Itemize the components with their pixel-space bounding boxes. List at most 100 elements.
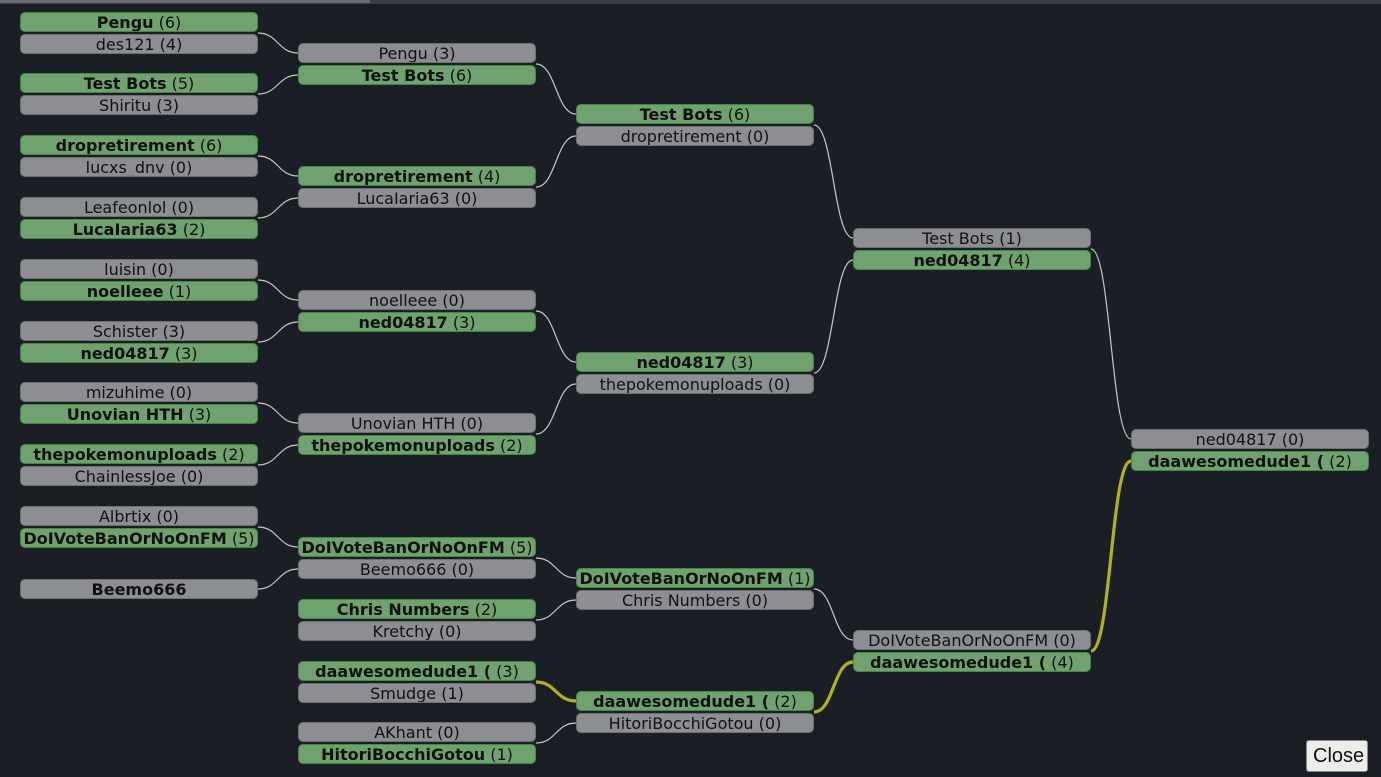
- bracket-slot[interactable]: dropretirement (4): [298, 166, 536, 186]
- close-button[interactable]: Close: [1306, 740, 1368, 772]
- bracket-connector: [813, 588, 854, 641]
- bracket-slot[interactable]: thepokemonuploads (2): [20, 444, 258, 464]
- bracket-slot[interactable]: Test Bots (6): [298, 65, 536, 85]
- bracket-slot[interactable]: Albrtix (0): [20, 506, 258, 526]
- player-score: (0): [741, 127, 770, 146]
- bracket-slot[interactable]: Pengu (6): [20, 12, 258, 32]
- player-score: (0): [437, 291, 465, 310]
- bracket-slot[interactable]: noelleee (1): [20, 281, 258, 301]
- bracket-slot[interactable]: Unovian HTH (0): [298, 413, 536, 433]
- bracket-connector: [813, 259, 854, 374]
- player-name: DoIVoteBanOrNoOnFM: [301, 538, 505, 557]
- bracket-slot[interactable]: Test Bots (1): [853, 228, 1091, 248]
- bracket-slot[interactable]: Pengu (3): [298, 43, 536, 63]
- bracket-connector: [535, 599, 577, 621]
- player-score: (0): [151, 507, 180, 526]
- player-name: AKhant: [374, 723, 433, 742]
- player-name: ned04817: [636, 353, 726, 372]
- player-name: Test Bots: [639, 105, 723, 124]
- player-score: (3): [157, 322, 186, 341]
- bracket-slot[interactable]: ChainlessJoe (0): [20, 466, 258, 486]
- bracket-slot[interactable]: thepokemonuploads (2): [298, 435, 536, 455]
- player-score: (6): [722, 105, 751, 124]
- bracket-connector: [535, 680, 577, 703]
- bracket-slot[interactable]: DoIVoteBanOrNoOnFM (0): [853, 630, 1091, 650]
- scrollbar-thumb[interactable]: [0, 0, 370, 3]
- bracket-slot[interactable]: mizuhime (0): [20, 382, 258, 402]
- bracket-slot[interactable]: ned04817 (3): [298, 312, 536, 332]
- player-name: Shiritu: [99, 96, 152, 115]
- bracket-slot[interactable]: LucaIaria63 (2): [20, 219, 258, 239]
- bracket-slot[interactable]: lucxs_dnv (0): [20, 157, 258, 177]
- bracket-slot[interactable]: ned04817 (3): [20, 343, 258, 363]
- bracket-slot[interactable]: Beemo666 (0): [298, 559, 536, 579]
- bracket-slot[interactable]: luisin (0): [20, 259, 258, 279]
- bracket-slot[interactable]: Leafeonlol (0): [20, 197, 258, 217]
- bracket-slot[interactable]: daawesomedude1 ( (2): [576, 691, 814, 711]
- bracket-slot[interactable]: ned04817 (3): [576, 352, 814, 372]
- player-name: noelleee: [369, 291, 438, 310]
- bracket-slot[interactable]: DoIVoteBanOrNoOnFM (5): [20, 528, 258, 548]
- bracket-slot[interactable]: Kretchy (0): [298, 621, 536, 641]
- bracket-slot[interactable]: thepokemonuploads (0): [576, 374, 814, 394]
- player-score: (1): [485, 745, 513, 764]
- bracket-slot[interactable]: ned04817 (4): [853, 250, 1091, 270]
- player-name: daawesomedude1 (: [593, 692, 770, 711]
- player-name: Test Bots: [83, 74, 167, 93]
- bracket-slot[interactable]: LucaIaria63 (0): [298, 188, 536, 208]
- bracket-connector: [1090, 459, 1132, 653]
- player-name: Test Bots: [361, 66, 445, 85]
- player-score: (0): [1048, 631, 1076, 650]
- bracket-slot[interactable]: Unovian HTH (3): [20, 404, 258, 424]
- bracket-slot[interactable]: DoIVoteBanOrNoOnFM (5): [298, 537, 536, 557]
- bracket-connector: [813, 124, 854, 239]
- bracket-slot[interactable]: Shiritu (3): [20, 95, 258, 115]
- player-score: (3): [447, 313, 476, 332]
- bracket-slot[interactable]: Smudge (1): [298, 683, 536, 703]
- bracket-slot[interactable]: daawesomedude1 ( (3): [298, 661, 536, 681]
- bracket-slot[interactable]: noelleee (0): [298, 290, 536, 310]
- bracket-slot[interactable]: Schister (3): [20, 321, 258, 341]
- bracket-connector: [257, 155, 299, 177]
- bracket-slot[interactable]: HitoriBocchiGotou (0): [576, 713, 814, 733]
- player-score: (0): [175, 467, 204, 486]
- player-name: lucxs_dnv: [85, 158, 165, 177]
- bracket-slot[interactable]: DoIVoteBanOrNoOnFM (1): [576, 568, 814, 588]
- player-score: (2): [769, 692, 797, 711]
- bracket-slot[interactable]: daawesomedude1 ( (2): [1131, 451, 1369, 471]
- bracket-slot[interactable]: Beemo666: [20, 579, 258, 599]
- player-name: HitoriBocchiGotou: [608, 714, 754, 733]
- player-score: (2): [469, 600, 498, 619]
- bracket-slot[interactable]: Test Bots (5): [20, 73, 258, 93]
- player-name: DoIVoteBanOrNoOnFM: [23, 529, 227, 548]
- player-score: (2): [177, 220, 206, 239]
- player-name: thepokemonuploads: [33, 445, 217, 464]
- player-name: Test Bots: [922, 229, 995, 248]
- player-name: Pengu: [378, 44, 428, 63]
- bracket-connector: [257, 279, 299, 301]
- bracket-connector: [813, 660, 854, 714]
- bracket-slot[interactable]: HitoriBocchiGotou (1): [298, 744, 536, 764]
- bracket-slot[interactable]: ned04817 (0): [1131, 429, 1369, 449]
- bracket-slot[interactable]: dropretirement (0): [576, 126, 814, 146]
- bracket-slot[interactable]: AKhant (0): [298, 722, 536, 742]
- bracket-slot[interactable]: Chris Numbers (0): [576, 590, 814, 610]
- bracket-connector: [257, 402, 299, 424]
- player-score: (6): [153, 13, 182, 32]
- bracket-slot[interactable]: Chris Numbers (2): [298, 599, 536, 619]
- bracket-slot[interactable]: dropretirement (6): [20, 135, 258, 155]
- player-name: Unovian HTH: [66, 405, 184, 424]
- player-name: dropretirement: [620, 127, 742, 146]
- player-score: (5): [166, 74, 195, 93]
- bracket-slot[interactable]: des121 (4): [20, 34, 258, 54]
- bracket-connector: [257, 526, 299, 548]
- player-name: ned04817: [913, 251, 1003, 270]
- bracket-slot[interactable]: daawesomedude1 ( (4): [853, 652, 1091, 672]
- bracket-slot[interactable]: Test Bots (6): [576, 104, 814, 124]
- player-name: Unovian HTH: [350, 414, 456, 433]
- top-scrollbar[interactable]: [0, 0, 1381, 4]
- player-score: (0): [1276, 430, 1305, 449]
- player-name: Smudge: [370, 684, 437, 703]
- player-name: thepokemonuploads: [599, 375, 763, 394]
- player-score: (4): [154, 35, 183, 54]
